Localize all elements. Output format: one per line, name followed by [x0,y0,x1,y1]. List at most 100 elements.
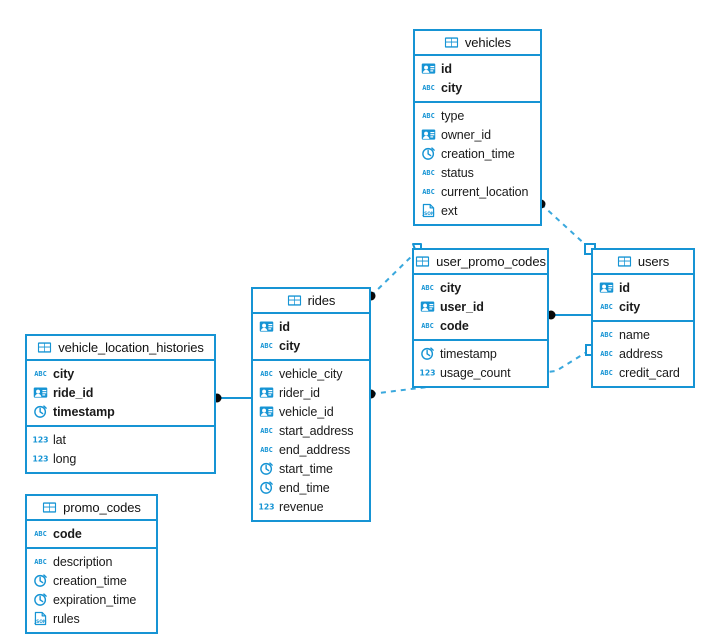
field-row[interactable]: id [253,317,369,336]
abc-text-icon: ABC [421,184,436,199]
clock-icon [33,592,48,607]
key-id-icon [33,385,48,400]
field-row[interactable]: creation_time [27,571,156,590]
abc-text-icon: ABC [421,108,436,123]
svg-text:ABC: ABC [260,370,273,378]
table-title: user_promo_codes [436,254,546,269]
table-header[interactable]: rides [253,289,369,314]
key-id-icon [420,299,435,314]
table-title: rides [307,293,336,308]
field-row[interactable]: end_time [253,478,369,497]
svg-text:ABC: ABC [422,169,435,177]
json-icon: JSON [33,611,48,626]
number-icon: 123 [33,451,48,466]
field-row[interactable]: vehicle_id [253,402,369,421]
svg-text:123: 123 [33,435,48,444]
field-row[interactable]: expiration_time [27,590,156,609]
field-name: current_location [441,184,529,199]
field-row[interactable]: ABC current_location [415,182,540,201]
abc-text-icon: ABC [259,442,274,457]
field-row[interactable]: user_id [414,297,547,316]
svg-text:ABC: ABC [422,84,435,92]
clock-icon [420,346,435,361]
table-icon [42,500,57,515]
field-row[interactable]: timestamp [27,402,214,421]
key-id-icon [259,385,274,400]
field-name: city [53,366,75,381]
table-header[interactable]: user_promo_codes [414,250,547,275]
key-id-icon [421,61,436,76]
svg-text:ABC: ABC [422,188,435,196]
field-row[interactable]: start_time [253,459,369,478]
abc-text-icon: ABC [259,366,274,381]
table-header[interactable]: promo_codes [27,496,156,521]
svg-text:JSON: JSON [422,211,435,217]
table-title: vehicles [464,35,512,50]
field-name: expiration_time [53,592,137,607]
field-name: rider_id [279,385,320,400]
field-name: start_address [279,423,354,438]
field-row[interactable]: creation_time [415,144,540,163]
key-id-icon [259,319,274,334]
number-icon: 123 [33,432,48,447]
svg-text:ABC: ABC [421,322,434,330]
field-name: revenue [279,499,324,514]
table-header[interactable]: users [593,250,693,275]
field-name: city [619,299,641,314]
field-row[interactable]: ride_id [27,383,214,402]
abc-text-icon: ABC [420,318,435,333]
field-name: end_time [279,480,330,495]
field-row[interactable]: id [415,59,540,78]
svg-text:ABC: ABC [421,284,434,292]
abc-text-icon: ABC [599,327,614,342]
field-name: start_time [279,461,333,476]
abc-text-icon: ABC [599,346,614,361]
table-icon [415,254,430,269]
table-header[interactable]: vehicles [415,31,540,56]
clock-icon [33,573,48,588]
svg-text:ABC: ABC [260,342,273,350]
field-row[interactable]: id [593,278,693,297]
relationship-vehicle-location-histories-to-rides [212,393,252,403]
field-row[interactable]: 123 revenue [253,497,369,516]
field-row[interactable]: timestamp [414,344,547,363]
json-icon: JSON [421,203,436,218]
field-row[interactable]: owner_id [415,125,540,144]
svg-text:ABC: ABC [600,331,613,339]
field-row[interactable]: rider_id [253,383,369,402]
clock-icon [33,404,48,419]
svg-text:123: 123 [259,502,274,511]
table-header[interactable]: vehicle_location_histories [27,336,214,361]
